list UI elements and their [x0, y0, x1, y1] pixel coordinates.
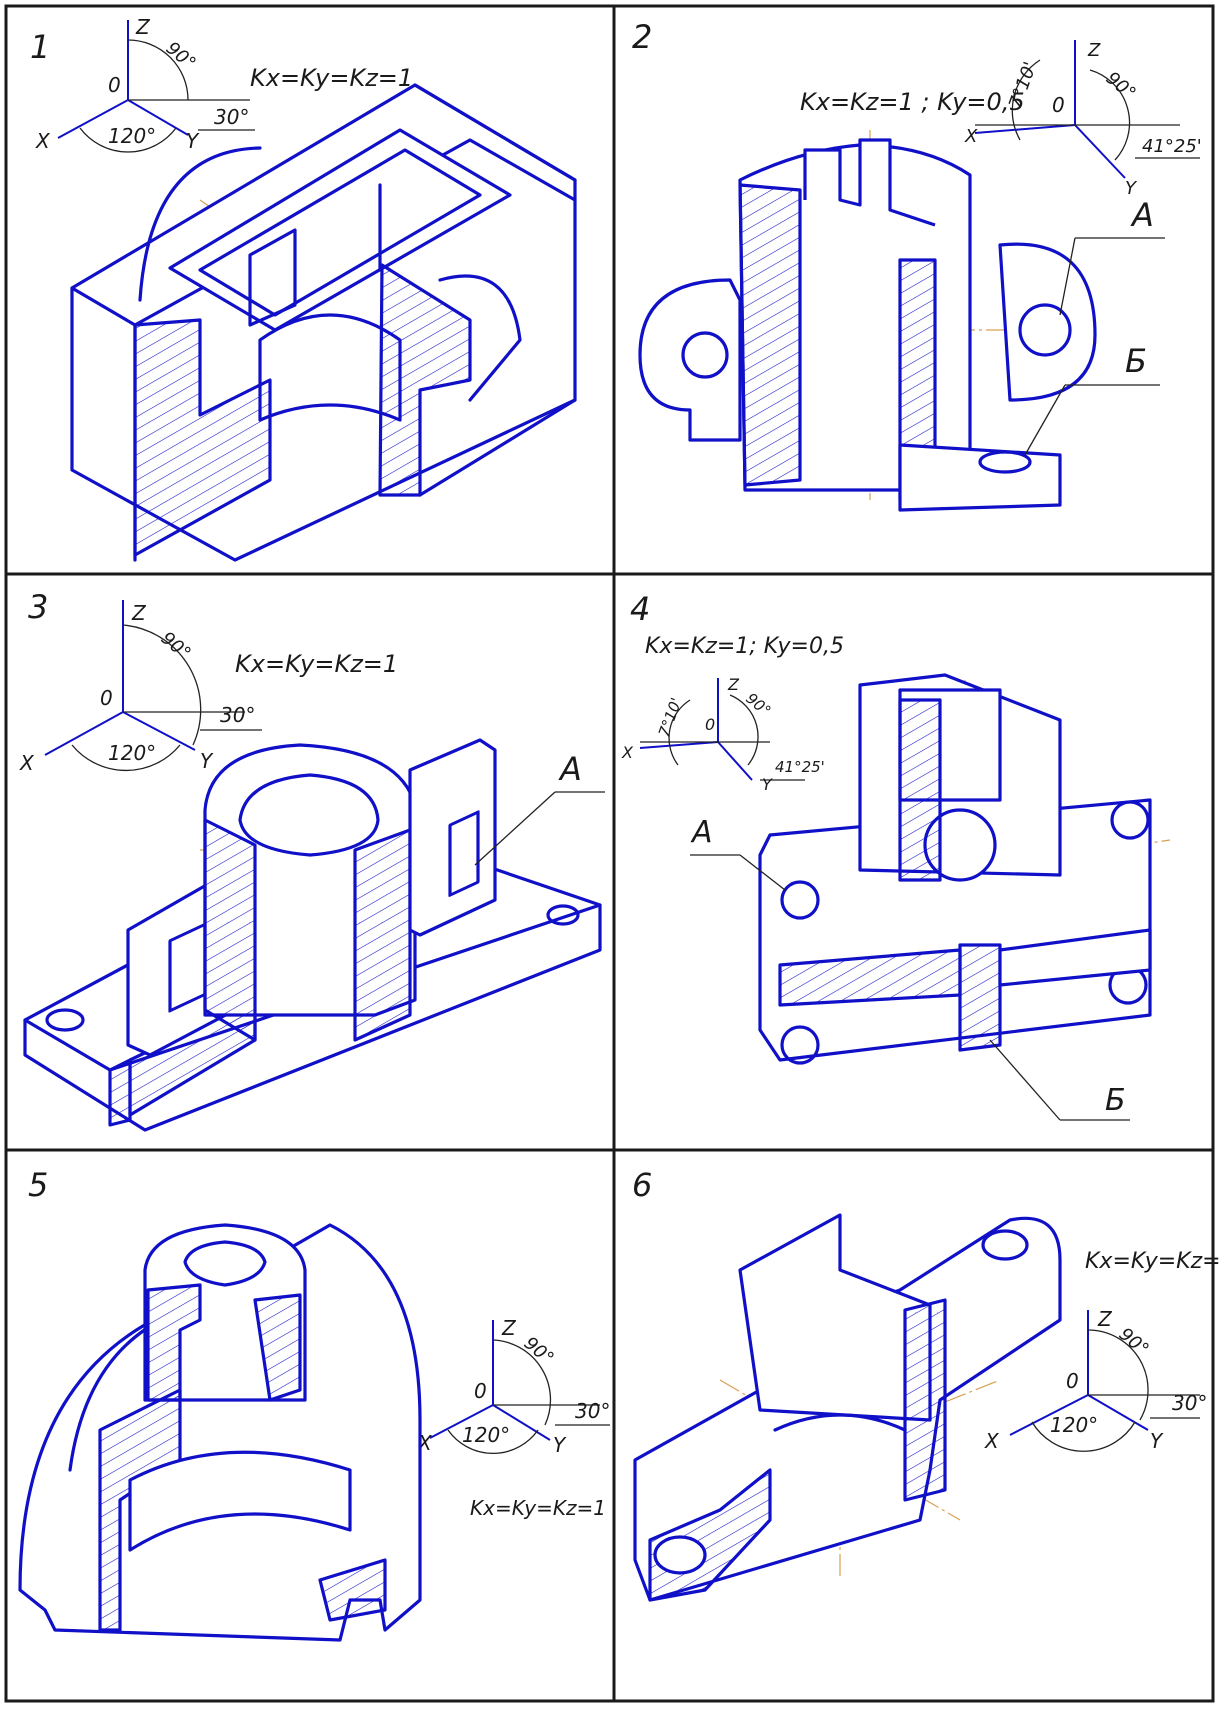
scale-coefficients: Kx=Ky=Kz=1 [470, 1496, 606, 1520]
panel-3: 3 Z 0 X Y 90° 30° 120° Kx=Ky=Kz=1 [19, 588, 605, 1132]
label-text: Y [553, 1433, 567, 1457]
label-text: Z [131, 601, 147, 625]
label-text: А [1130, 196, 1154, 234]
label-text: 30° [214, 105, 249, 129]
label-text: 90° [162, 38, 200, 75]
label-text: Y [1125, 178, 1138, 199]
label-text: Z [501, 1316, 517, 1340]
label-text: Z [1087, 40, 1101, 61]
label-text: 120° [462, 1423, 510, 1447]
scale-coefficients: Kx=Kz=1; Ky=0,5 [645, 634, 844, 659]
label-text: 0 [1066, 1369, 1079, 1393]
label-text: X [621, 743, 634, 762]
axis-symbol: Z 0 X Y 90° 30° 120° [984, 1307, 1207, 1453]
axis-symbol: Z 0 X Y 90° 30° 120° [35, 15, 255, 153]
label-text: 120° [1050, 1413, 1098, 1437]
label-text: Y [1150, 1429, 1164, 1453]
label-text: Y [186, 129, 200, 153]
label-text: 30° [575, 1399, 610, 1423]
label-text: X [984, 1429, 1000, 1453]
label-text: Б [1105, 1083, 1126, 1118]
axis-symbol: Z 0 X Y 90° 7°10' 41°25' [621, 675, 825, 794]
label-text: 90° [742, 689, 774, 720]
label-text: X [964, 126, 978, 147]
label-text: 0 [100, 686, 113, 710]
label-text: 7°10' [655, 695, 686, 739]
label-text: 90° [1115, 1324, 1153, 1361]
label-text: 90° [1102, 68, 1140, 105]
panel-number: 6 [632, 1166, 652, 1204]
label-text: 0 [1052, 93, 1065, 117]
label-text: 0 [108, 73, 121, 97]
panel-1: 1 Z 0 X Y 90° 30° 120° Kx=Ky=Kz=1 [30, 15, 577, 562]
label-text: 0 [705, 715, 715, 734]
part-drawing [633, 1213, 1062, 1602]
panel-number: 1 [30, 28, 50, 66]
callout-b: Б [989, 1039, 1130, 1121]
label-text: 90° [157, 628, 195, 665]
table-grid [4, 4, 1215, 1703]
part-drawing [23, 738, 602, 1132]
label-text: 30° [220, 703, 255, 727]
label-text: А [690, 815, 713, 850]
part-drawing [638, 130, 1097, 512]
part-drawing [758, 673, 1171, 1065]
panel-4: 4 Kx=Kz=1; Ky=0,5 Z 0 X Y 90° 7°10' 41°2… [621, 590, 1171, 1121]
callout-b: Б [1024, 342, 1160, 456]
axis-symbol: Z 0 X Y 90° 30° 120° [417, 1316, 610, 1457]
panel-6: 6 Kx=Ky=Kz=1 Z 0 X Y 90° 30° 120° [632, 1166, 1219, 1602]
label-text: 0 [474, 1379, 487, 1403]
label-text: Z [1097, 1307, 1113, 1331]
panel-number: 2 [632, 18, 652, 56]
label-text: 41°25' [775, 758, 825, 776]
scale-coefficients: Kx=Ky=Kz=1 [235, 650, 398, 678]
axis-symbol: Z 0 X Y 90° 30° 120° [19, 600, 262, 775]
callout-a: А [1059, 196, 1165, 316]
panel-number: 4 [630, 590, 650, 628]
panel-5: 5 Z 0 X Y 90° 30° 120° Kx=Ky=Kz=1 [18, 1166, 610, 1642]
label-text: А [558, 750, 582, 788]
label-text: Y [200, 749, 214, 773]
panel-2: 2 Z 0 X Y 90° 7°10' 41°25' Kx=Kz=1 ; Ky=… [632, 18, 1202, 512]
label-text: Y [762, 775, 773, 794]
label-text: Б [1125, 342, 1147, 380]
label-text: Z [727, 675, 740, 694]
callout-a: А [474, 750, 605, 866]
label-text: 41°25' [1142, 136, 1202, 157]
part-drawing [70, 83, 577, 562]
part-drawing [18, 1223, 422, 1642]
panel-number: 5 [28, 1166, 48, 1204]
label-text: 120° [108, 124, 156, 148]
label-text: 120° [108, 741, 156, 765]
callout-a: А [690, 815, 786, 891]
label-text: X [35, 129, 51, 153]
label-text: X [19, 751, 35, 775]
label-text: 30° [1172, 1391, 1207, 1415]
axis-symbol: Z 0 X Y 90° 7°10' 41°25' [964, 40, 1202, 199]
label-text: Z [135, 15, 151, 39]
scale-coefficients: Kx=Ky=Kz=1 [1085, 1249, 1219, 1274]
scale-coefficients: Kx=Kz=1 ; Ky=0,5 [800, 88, 1025, 116]
panel-number: 3 [28, 588, 48, 626]
scale-coefficients: Kx=Ky=Kz=1 [250, 64, 413, 92]
label-text: 90° [520, 1333, 558, 1370]
